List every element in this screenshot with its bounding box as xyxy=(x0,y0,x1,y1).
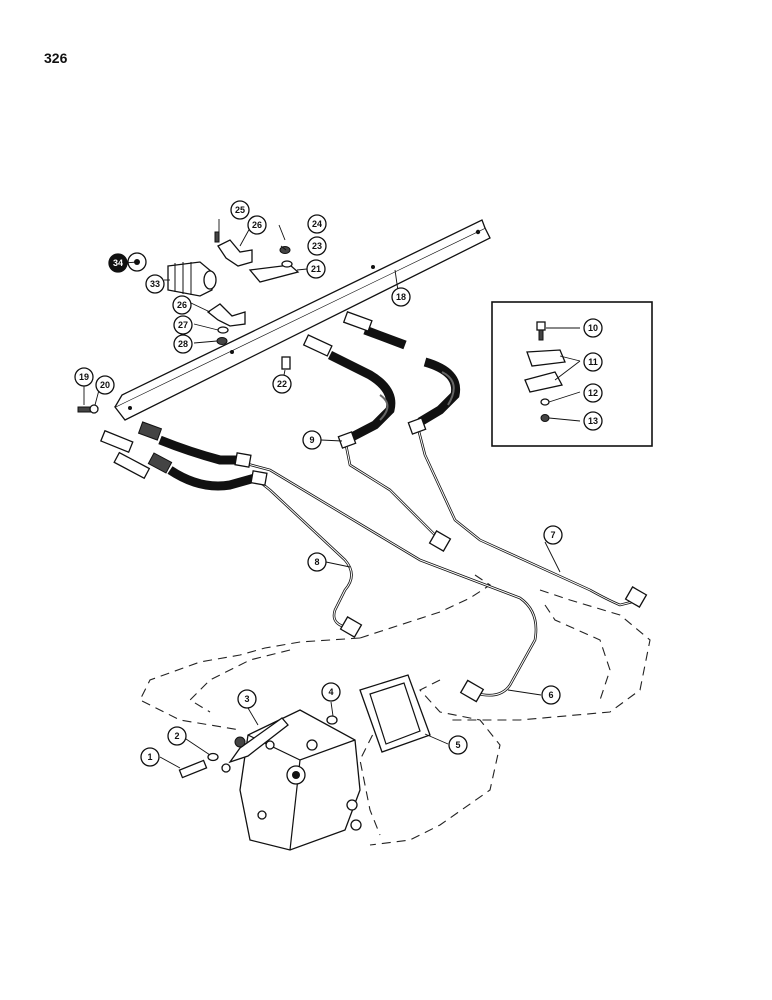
detail-parts xyxy=(524,321,566,422)
callout-4-label: 4 xyxy=(328,687,333,697)
support-bar xyxy=(113,219,491,421)
callout-3: 3 xyxy=(237,689,257,709)
callout-5-label: 5 xyxy=(455,740,460,750)
callout-22: 22 xyxy=(272,374,292,394)
page-number: 326 xyxy=(44,50,68,66)
callout-6: 6 xyxy=(541,685,561,705)
callout-10: 10 xyxy=(583,318,603,338)
callout-27-label: 27 xyxy=(178,320,188,330)
callout-12: 12 xyxy=(583,383,603,403)
callout-33: 33 xyxy=(145,274,165,294)
detail-frame xyxy=(491,301,653,447)
callout-28: 28 xyxy=(173,334,193,354)
callout-2: 2 xyxy=(167,726,187,746)
callout-12-label: 12 xyxy=(588,388,598,398)
callout-2-label: 2 xyxy=(174,731,179,741)
callout-8: 8 xyxy=(307,552,327,572)
callout-26b-label: 26 xyxy=(177,300,187,310)
callout-24: 24 xyxy=(307,214,327,234)
callout-23: 23 xyxy=(307,236,327,256)
steel-lines xyxy=(238,426,642,697)
callout-22-label: 22 xyxy=(277,379,287,389)
callout-9-label: 9 xyxy=(309,435,314,445)
hose-fittings xyxy=(99,311,648,703)
callout-25-label: 25 xyxy=(235,205,245,215)
callout-10-label: 10 xyxy=(588,323,598,333)
callout-4: 4 xyxy=(321,682,341,702)
injection-pump xyxy=(178,709,362,851)
callout-1-label: 1 xyxy=(147,752,152,762)
callout-6-label: 6 xyxy=(548,690,553,700)
callout-7: 7 xyxy=(543,525,563,545)
callout-33-label: 33 xyxy=(150,279,160,289)
callout-28-label: 28 xyxy=(178,339,188,349)
callout-26a-label: 26 xyxy=(252,220,262,230)
rubber-hoses xyxy=(158,325,461,491)
callout-5: 5 xyxy=(448,735,468,755)
callout-11: 11 xyxy=(583,352,603,372)
callout-18-label: 18 xyxy=(396,292,406,302)
callout-26b: 26 xyxy=(172,295,192,315)
callout-13-label: 13 xyxy=(588,416,598,426)
callout-20: 20 xyxy=(95,375,115,395)
callout-23-label: 23 xyxy=(312,241,322,251)
callout-9: 9 xyxy=(302,430,322,450)
callout-19-label: 19 xyxy=(79,372,89,382)
callout-18: 18 xyxy=(391,287,411,307)
callout-24-label: 24 xyxy=(312,219,322,229)
callout-3-label: 3 xyxy=(244,694,249,704)
callout-8-label: 8 xyxy=(314,557,319,567)
callout-7-label: 7 xyxy=(550,530,555,540)
leader-lines xyxy=(83,219,581,769)
callout-13: 13 xyxy=(583,411,603,431)
callout-11-label: 11 xyxy=(588,357,598,367)
callout-25: 25 xyxy=(230,200,250,220)
callout-19: 19 xyxy=(74,367,94,387)
callout-20-label: 20 xyxy=(100,380,110,390)
callout-34-label: 34 xyxy=(113,258,123,268)
callout-21: 21 xyxy=(306,259,326,279)
callout-1: 1 xyxy=(140,747,160,767)
gasket xyxy=(359,674,431,753)
callout-26a: 26 xyxy=(247,215,267,235)
callout-34: 34 xyxy=(108,253,128,273)
callout-21-label: 21 xyxy=(311,264,321,274)
callout-27: 27 xyxy=(173,315,193,335)
callouts: 34 33 25 26 24 23 21 26 27 28 18 22 19 2… xyxy=(74,200,603,767)
clamp-hardware xyxy=(77,231,300,414)
